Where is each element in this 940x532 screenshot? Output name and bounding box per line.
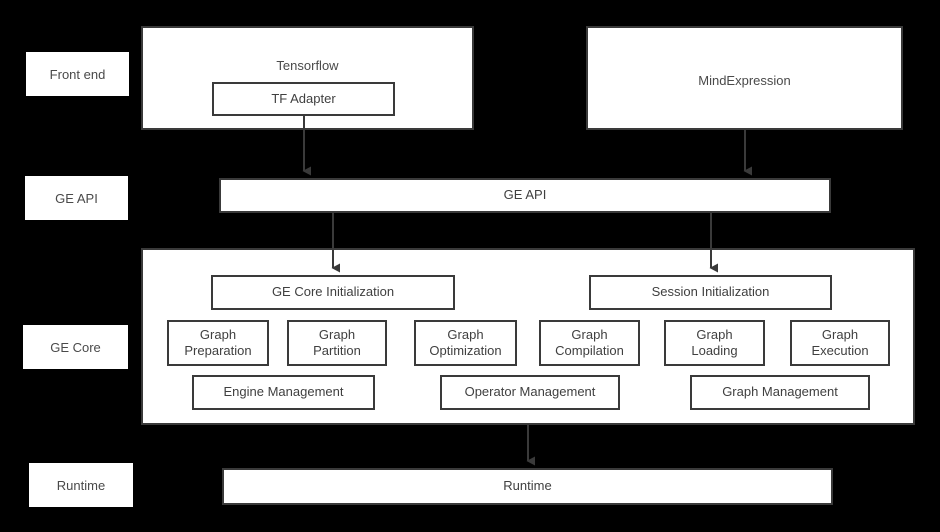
layer-label-front-end: Front end <box>26 52 129 96</box>
module-line-2: Compilation <box>555 343 624 358</box>
module-line-1: Graph <box>821 326 859 342</box>
graph-partition-box[interactable]: Graph Partition <box>287 320 387 366</box>
runtime-bar[interactable]: Runtime <box>222 468 833 505</box>
engine-management-label: Engine Management <box>223 384 344 400</box>
engine-management-box[interactable]: Engine Management <box>192 375 375 410</box>
graph-execution-box[interactable]: Graph Execution <box>790 320 890 366</box>
module-line-2: Execution <box>811 343 869 358</box>
layer-label-runtime: Runtime <box>29 463 133 507</box>
module-line-1: Graph <box>199 326 237 342</box>
mindexpression-container: MindExpression <box>586 26 903 130</box>
module-line-2: Partition <box>313 343 361 358</box>
layer-label-ge-api: GE API <box>25 176 128 220</box>
module-line-2: Preparation <box>184 343 252 358</box>
graph-preparation-box[interactable]: Graph Preparation <box>167 320 269 366</box>
module-line-1: Graph <box>318 326 356 342</box>
graph-management-box[interactable]: Graph Management <box>690 375 870 410</box>
layer-label-ge-core: GE Core <box>23 325 128 369</box>
tf-adapter-label: TF Adapter <box>271 90 336 106</box>
ge-api-bar-label: GE API <box>503 187 547 203</box>
ge-core-initialization-label: GE Core Initialization <box>271 284 395 300</box>
graph-management-label: Graph Management <box>722 384 838 400</box>
operator-management-box[interactable]: Operator Management <box>440 375 620 410</box>
module-line-1: Graph <box>447 326 484 342</box>
mindexpression-title: MindExpression <box>698 73 791 88</box>
graph-optimization-box[interactable]: Graph Optimization <box>414 320 517 366</box>
session-initialization-label: Session Initialization <box>651 284 770 300</box>
operator-management-label: Operator Management <box>464 384 596 400</box>
ge-core-initialization-box[interactable]: GE Core Initialization <box>211 275 455 310</box>
tensorflow-title: Tensorflow <box>276 58 339 73</box>
session-initialization-box[interactable]: Session Initialization <box>589 275 832 310</box>
tf-adapter-box[interactable]: TF Adapter <box>212 82 395 116</box>
module-line-2: Loading <box>691 343 738 358</box>
layer-label-text: Runtime <box>56 477 106 493</box>
layer-label-text: GE API <box>55 190 98 206</box>
module-line-2: Optimization <box>429 343 502 358</box>
runtime-bar-label: Runtime <box>503 478 552 494</box>
graph-loading-box[interactable]: Graph Loading <box>664 320 765 366</box>
layer-label-text: Front end <box>49 66 106 82</box>
module-line-1: Graph <box>696 326 733 342</box>
layer-label-text: GE Core <box>50 339 101 355</box>
graph-compilation-box[interactable]: Graph Compilation <box>539 320 640 366</box>
ge-api-bar[interactable]: GE API <box>219 178 831 213</box>
module-line-1: Graph <box>571 326 608 342</box>
